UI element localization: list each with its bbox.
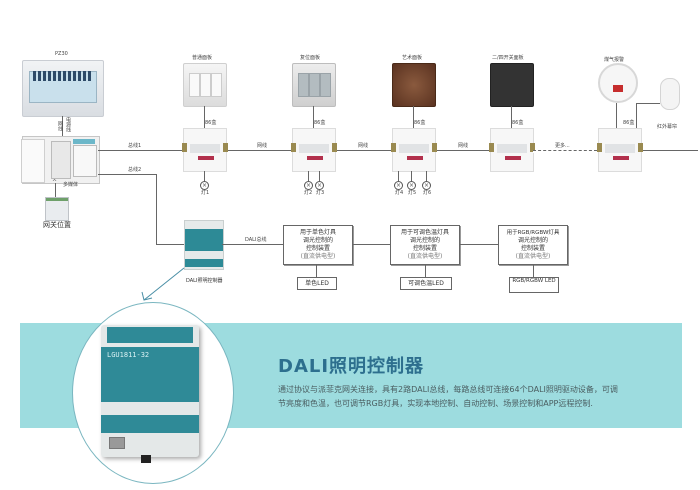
lamp-icon: ×: [407, 181, 416, 190]
lamp-icon: ×: [200, 181, 209, 190]
gas-alarm-image: [598, 63, 638, 103]
box86-label: 86盒: [414, 120, 426, 126]
driver-box-cct: 用于可调色温灯具 调光控制的 控制装置 (直流供电型): [390, 225, 460, 265]
arrow-up-icon: ^: [52, 179, 58, 186]
driver-box-rgb: 用于RGB/RGBW灯具 调光控制的 控制装置 (直流供电型): [498, 225, 568, 265]
callout-arrow-icon: [141, 267, 185, 301]
driver-text: (直流供电型): [407, 253, 443, 260]
bus2-line: [156, 244, 184, 245]
dali-bus-label: DALI总线: [245, 237, 267, 243]
driver-text: (直流供电型): [300, 253, 336, 260]
more-label: 更多...: [555, 143, 570, 149]
network-cable-label: 网线: [257, 143, 268, 149]
driver-text: 用于可调色温灯具: [400, 229, 449, 236]
dali-bus-line: [222, 244, 283, 245]
led-type-mono: 单色LED: [297, 277, 337, 290]
reset-panel-image: [292, 63, 336, 107]
lamp-label: 灯6: [423, 190, 432, 196]
network-cable-label: 网线: [458, 143, 469, 149]
network-cable-label: 网线: [57, 121, 63, 131]
connector-line: [55, 183, 56, 197]
connector-line: [62, 116, 63, 136]
pir-sensor-image: [660, 78, 680, 110]
standard-panel-image: [183, 63, 227, 107]
network-cable-label: 网线: [358, 143, 369, 149]
more-dashed-line: [533, 150, 597, 151]
driver-text: 调光控制的: [409, 237, 440, 244]
lamp-icon: ×: [304, 181, 313, 190]
bus2-line: [156, 174, 157, 244]
gateway-image: [45, 197, 69, 221]
box86-image: [182, 128, 228, 172]
driver-text: (直流供电型): [515, 253, 551, 260]
box86-label: 86盒: [314, 120, 326, 126]
box86-label: 86盒: [512, 120, 524, 126]
gateway-label: 网关位置: [43, 221, 71, 229]
distribution-box-image: [22, 60, 104, 117]
switch-panel-image: [490, 63, 534, 107]
box86-image: [597, 128, 643, 172]
box86-image: [391, 128, 437, 172]
driver-text: 用于RGB/RGBW灯具: [506, 230, 560, 236]
driver-box-mono: 用于单色灯具 调光控制的 控制装置 (直流供电型): [283, 225, 353, 265]
lamp-icon: ×: [422, 181, 431, 190]
lamp-icon: ×: [394, 181, 403, 190]
panel-label: 煤气报警: [604, 57, 625, 63]
box86-image: [489, 128, 535, 172]
dali-controller-image: [184, 220, 224, 270]
lamp-icon: ×: [315, 181, 324, 190]
box86-label: 86盒: [623, 120, 635, 126]
led-type-rgb: RGB/RGBW LED: [509, 277, 559, 293]
panel-label: 二/四开关面板: [492, 55, 524, 61]
box86-label: 86盒: [205, 120, 217, 126]
model-number: LGU1811-32: [107, 351, 150, 359]
distribution-box-label: PZ30: [55, 51, 68, 57]
panel-label: 复位面板: [300, 55, 321, 61]
lamp-label: 灯3: [316, 190, 325, 196]
driver-text: 控制装置: [305, 245, 330, 252]
lamp-label: 灯4: [395, 190, 404, 196]
driver-text: 调光控制的: [517, 237, 548, 244]
power-cable-label: 电源线: [65, 117, 71, 132]
lamp-label: 灯5: [408, 190, 417, 196]
dali-controller-label: DALI照明控制器: [186, 278, 223, 284]
multimedia-box-label: 多媒体: [63, 182, 79, 188]
multimedia-box-image: [21, 136, 100, 184]
driver-text: 控制装置: [520, 245, 545, 252]
driver-text: 用于单色灯具: [299, 229, 336, 236]
lamp-label: 灯2: [304, 190, 313, 196]
bus1-label: 总线1: [128, 143, 142, 149]
bus2-label: 总线2: [128, 167, 142, 173]
product-photo: LGU1811-32: [72, 302, 234, 484]
lamp-label: 灯1: [201, 190, 210, 196]
art-panel-image: [392, 63, 436, 107]
pir-label: 红外幕帘: [657, 124, 678, 130]
product-description: 通过协议与派菲克网关连接，具有2路DALI总线，每路总线可连接64个DALI照明…: [278, 385, 618, 408]
box86-image: [291, 128, 337, 172]
panel-label: 艺术面板: [402, 55, 423, 61]
panel-label: 普通面板: [192, 55, 213, 61]
bus2-line: [98, 174, 156, 175]
product-title: DALI照明控制器: [278, 356, 425, 377]
led-type-cct: 可调色温LED: [400, 277, 452, 290]
driver-text: 调光控制的: [302, 237, 333, 244]
driver-text: 控制装置: [412, 245, 437, 252]
